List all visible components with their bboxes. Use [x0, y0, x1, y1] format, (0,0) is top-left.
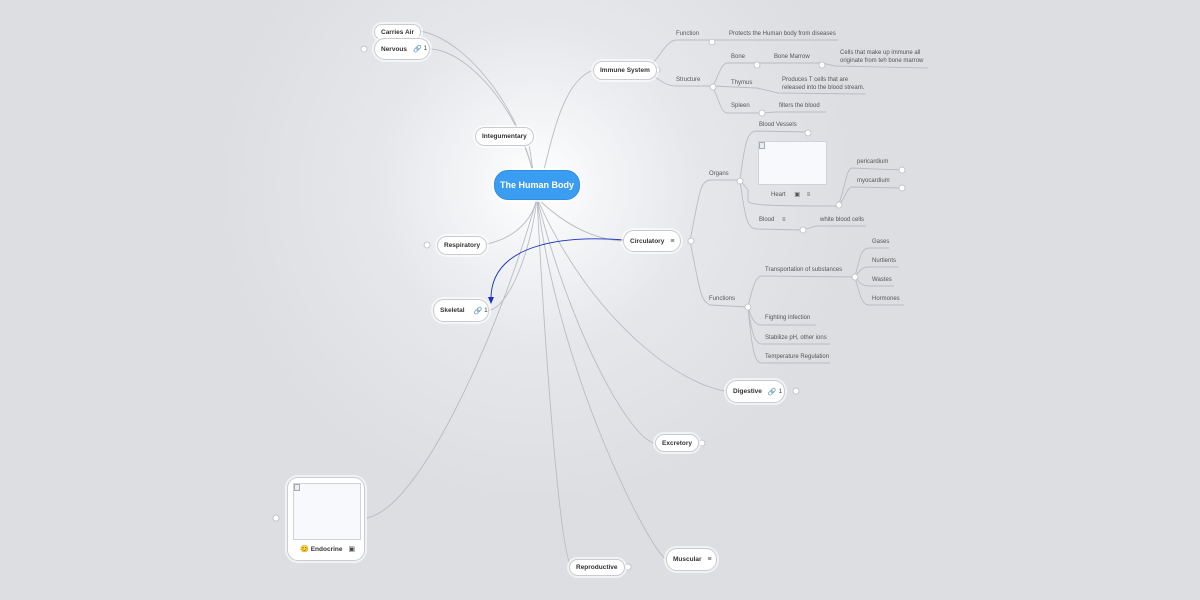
topic-label: Nervous — [381, 45, 408, 53]
topic-label: Muscular — [673, 556, 702, 563]
topic-respiratory[interactable]: Respiratory — [437, 236, 488, 255]
notes-icon[interactable]: ≡ — [782, 217, 786, 223]
topic-excretory[interactable]: Excretory — [655, 434, 699, 452]
subtopic-organs[interactable]: Organs — [709, 171, 729, 177]
subtopic-bone-marrow[interactable]: Bone Marrow — [774, 54, 810, 60]
subtopic-function-text[interactable]: Protects the Human body from diseases — [729, 31, 836, 37]
topic-skeletal[interactable]: Skeletal 🔗1 — [433, 299, 489, 322]
notes-icon[interactable]: ≡ — [707, 556, 712, 563]
topic-circulatory[interactable]: Circulatory ≡ — [623, 230, 681, 252]
broken-image-icon — [294, 484, 300, 491]
topic-label: Reproductive — [576, 564, 618, 571]
link-count: 1 — [778, 388, 782, 395]
link-count: 1 — [484, 307, 488, 314]
subtopic-functions[interactable]: Functions — [709, 296, 736, 302]
subtopic-hormones[interactable]: Hormones — [872, 296, 900, 302]
topic-digestive[interactable]: Digestive 🔗1 — [726, 380, 785, 403]
central-topic[interactable]: The Human Body — [494, 170, 580, 200]
link-count: 1 — [423, 46, 428, 52]
subtopic-spleen[interactable]: Spleen — [731, 103, 750, 109]
notes-icon[interactable]: ≡ — [670, 237, 675, 245]
topic-nervous[interactable]: Nervous 🔗1 — [374, 38, 430, 60]
topic-label: Integumentary — [482, 133, 527, 140]
link-icon[interactable]: 🔗 — [413, 46, 422, 53]
topic-integumentary[interactable]: Integumentary — [475, 127, 534, 146]
subtopic-white-blood-cells[interactable]: white blood cells — [820, 217, 865, 223]
subtopic-gases[interactable]: Gases — [872, 239, 890, 245]
subtopic-blood[interactable]: Blood ≡ — [759, 217, 786, 223]
topic-label: Carries Air — [381, 28, 414, 36]
topic-immune-system[interactable]: Immune System — [593, 61, 657, 80]
topic-muscular[interactable]: Muscular ≡ — [666, 548, 717, 571]
subtopic-temperature-regulation[interactable]: Temperature Regulation — [765, 354, 830, 360]
link-icon[interactable]: 🔗 — [473, 307, 483, 315]
subtopic-stabilize-ph[interactable]: Stabilize pH, other ions — [765, 335, 827, 341]
subtopic-transportation[interactable]: Transportation of substances — [765, 267, 843, 273]
image-icon[interactable]: ▣ — [794, 192, 801, 198]
link-icon[interactable]: 🔗 — [767, 388, 777, 396]
heart-image-placeholder — [758, 141, 827, 185]
subtopic-pericardium[interactable]: pericardium — [857, 159, 889, 165]
topic-label: Immune System — [600, 67, 650, 74]
topic-reproductive[interactable]: Reproductive — [569, 559, 625, 576]
topic-label: Endocrine — [310, 545, 343, 553]
image-icon[interactable]: ▣ — [348, 546, 356, 553]
broken-image-icon — [759, 142, 765, 149]
emoji-icon: 😊 — [300, 546, 309, 553]
topic-label: Respiratory — [444, 242, 481, 249]
subtopic-myocardium[interactable]: myocardium — [857, 178, 890, 184]
topic-label: Skeletal — [440, 307, 465, 314]
subtopic-structure[interactable]: Structure — [676, 77, 701, 83]
subtopic-wastes[interactable]: Wastes — [872, 277, 892, 283]
topic-label: Excretory — [662, 439, 692, 447]
subtopic-heart[interactable]: Heart ▣ ≡ — [771, 192, 811, 198]
subtopic-bone[interactable]: Bone — [731, 54, 746, 60]
subtopic-function[interactable]: Function — [676, 31, 700, 37]
subtopic-spleen-text[interactable]: filters the blood — [779, 103, 820, 109]
topic-label: Circulatory — [630, 237, 665, 245]
image-placeholder — [293, 483, 361, 540]
subtopic-nutrients[interactable]: Nurtients — [872, 258, 897, 264]
topic-label: Digestive — [733, 388, 762, 395]
notes-icon[interactable]: ≡ — [806, 192, 811, 198]
relationship-arrow — [490, 238, 625, 301]
subtopic-fighting-infection[interactable]: Fighting infection — [765, 315, 811, 321]
subtopic-blood-vessels[interactable]: Blood Vessels — [759, 122, 797, 128]
topic-endocrine[interactable]: 😊 Endocrine ▣ — [287, 477, 365, 561]
subtopic-thymus[interactable]: Thymus — [731, 80, 753, 86]
